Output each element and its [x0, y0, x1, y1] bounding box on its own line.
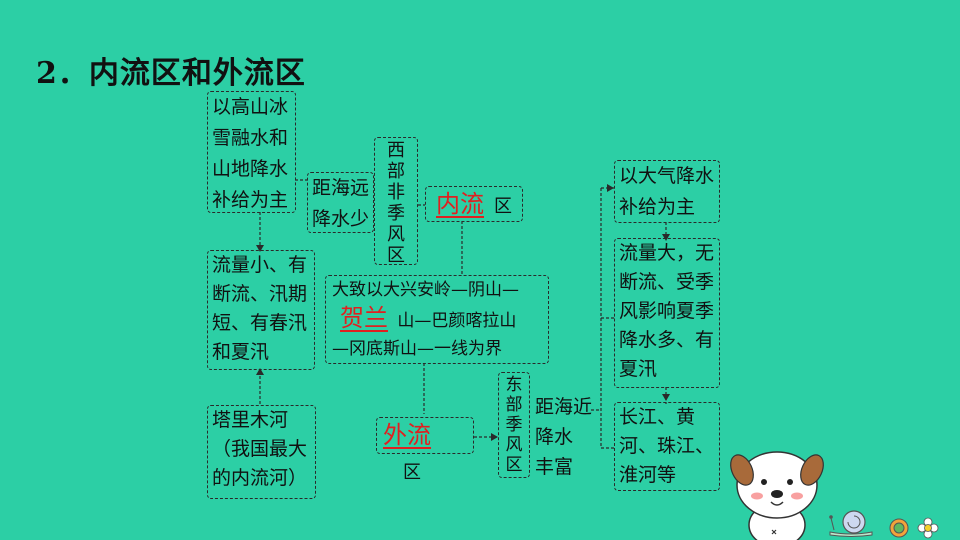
east-char-1: 东 [505, 375, 523, 395]
page-title: 2．内流区和外流区 [36, 56, 306, 91]
rain-line-1: 以大气降水 [619, 165, 715, 187]
boundary-answer: 贺兰 [340, 304, 388, 332]
node-east-monsoon: 东 部 季 风 区 [498, 372, 530, 478]
outer-features-line-3: 风影响夏季 [619, 300, 715, 322]
rivers-line-1: 长江、黄 [619, 406, 696, 428]
rain-line-2: 补给为主 [619, 196, 696, 218]
outer-features-line-2: 断流、受季 [619, 271, 715, 293]
outer-features-line-1: 流量大，无 [619, 242, 715, 264]
node-boundary: 大致以大兴安岭—阴山— 贺兰 山—巴颜喀拉山 —冈底斯山—一线为界 [325, 275, 549, 364]
outer-features-line-4: 降水多、有 [619, 329, 715, 351]
node-west-nonmonsoon: 西 部 非 季 风 区 [374, 137, 418, 266]
east-char-2: 部 [505, 395, 523, 415]
tarim-line-2: （我国最大 [212, 438, 308, 460]
node-outer-area: 外流 区 [376, 417, 474, 483]
inland-suffix: 区 [494, 196, 513, 217]
glacier-line-4: 补给为主 [212, 189, 289, 211]
node-far-sea: 距海远 降水少 [307, 172, 374, 233]
node-near-sea: 距海近 降水 丰富 [535, 392, 595, 482]
rivers-line-3: 淮河等 [619, 464, 677, 486]
boundary-line-1: 大致以大兴安岭—阴山— [332, 280, 519, 300]
cartoon-dog-icon [730, 451, 824, 540]
west-char-4: 季 [387, 203, 405, 224]
far-sea-line-1: 距海远 [312, 177, 370, 199]
inland-features-line-1: 流量小、有 [212, 254, 308, 276]
node-inland-area: 内流 区 [425, 186, 523, 222]
glacier-line-1: 以高山冰 [212, 96, 289, 118]
outer-features-line-5: 夏汛 [619, 358, 658, 380]
node-glacier-supply: 以高山冰 雪融水和 山地降水 补给为主 [207, 91, 296, 213]
east-char-5: 区 [505, 455, 523, 475]
west-char-6: 区 [387, 245, 405, 266]
near-sea-line-3: 丰富 [535, 456, 574, 478]
far-sea-line-2: 降水少 [312, 208, 370, 230]
near-sea-line-2: 降水 [535, 426, 574, 448]
inland-answer: 内流 [436, 190, 484, 218]
boundary-line-3: —冈底斯山—一线为界 [332, 339, 502, 359]
glacier-line-3: 山地降水 [212, 158, 289, 180]
west-char-2: 部 [387, 161, 405, 182]
west-char-5: 风 [387, 224, 405, 245]
boundary-line-2: 山—巴颜喀拉山 [397, 311, 517, 331]
east-char-4: 风 [505, 435, 523, 455]
west-char-1: 西 [387, 140, 405, 161]
inland-features-line-2: 断流、汛期 [212, 283, 308, 305]
flower-icon [917, 517, 939, 539]
rivers-line-2: 河、珠江、 [619, 435, 715, 457]
node-inland-features: 流量小、有 断流、汛期 短、有春汛 和夏汛 [207, 250, 315, 370]
glacier-line-2: 雪融水和 [212, 127, 289, 149]
inland-features-line-3: 短、有春汛 [212, 312, 308, 334]
west-char-3: 非 [387, 182, 405, 203]
node-tarim: 塔里木河 （我国最大 的内流河） [207, 405, 316, 499]
outer-suffix: 区 [403, 462, 421, 483]
east-char-3: 季 [505, 415, 523, 435]
node-outer-features: 流量大，无 断流、受季 风影响夏季 降水多、有 夏汛 [614, 238, 720, 388]
node-rain-supply: 以大气降水 补给为主 [614, 160, 720, 223]
node-outer-rivers: 长江、黄 河、珠江、 淮河等 [614, 402, 720, 491]
tarim-line-3: 的内流河） [212, 467, 308, 489]
tarim-line-1: 塔里木河 [212, 409, 289, 431]
shell-icon [889, 518, 909, 538]
outer-answer: 外流 [383, 421, 431, 449]
snail-icon [829, 510, 873, 537]
near-sea-line-1: 距海近 [535, 396, 593, 418]
inland-features-line-4: 和夏汛 [212, 341, 270, 363]
